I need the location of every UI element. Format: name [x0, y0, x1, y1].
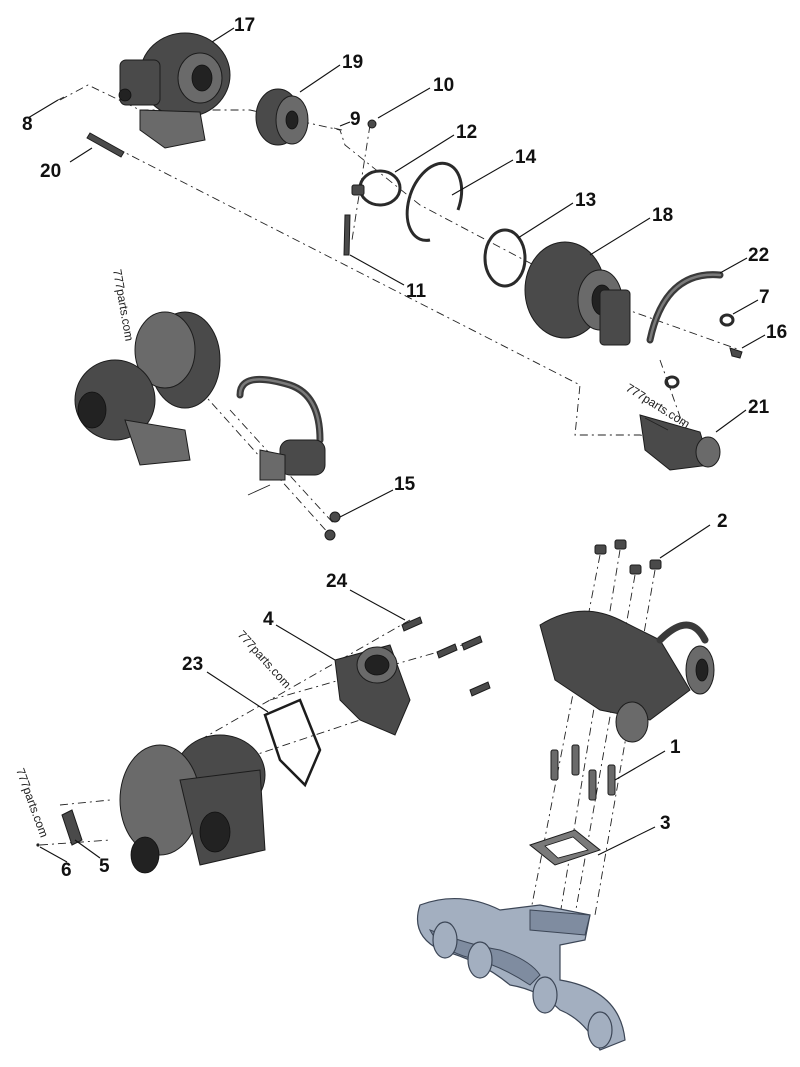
- callout-20: 20: [40, 161, 61, 182]
- callout-13: 13: [575, 190, 596, 211]
- v-band-clamp: [351, 169, 402, 207]
- callout-17: 17: [234, 15, 255, 36]
- outlet-elbow: [334, 644, 411, 736]
- turbocharger-right: [539, 610, 715, 743]
- wastegate-actuator: [639, 414, 721, 471]
- bolts-24: [401, 616, 491, 697]
- callout-5: 5: [99, 856, 110, 877]
- watermark: 777parts.com: [13, 766, 51, 839]
- wastegate-actuator-middle: [236, 375, 326, 496]
- callout-16: 16: [766, 322, 787, 343]
- hose-clamp-and-fitting: [664, 313, 743, 389]
- shim-plate: [86, 132, 125, 158]
- callout-8: 8: [22, 114, 33, 135]
- watermark: 777parts.com: [110, 268, 136, 342]
- clamp-bolt: [343, 214, 351, 256]
- small-fasteners-top: [57, 96, 377, 131]
- compressor-housing: [524, 241, 631, 346]
- pin-6: [36, 843, 40, 847]
- callout-7: 7: [759, 287, 770, 308]
- oil-hose: [646, 271, 724, 344]
- callout-19: 19: [342, 52, 363, 73]
- callout-10: 10: [433, 75, 454, 96]
- watermarks: 777parts.com 777parts.com 777parts.com 7…: [13, 268, 692, 839]
- callout-14: 14: [515, 147, 537, 168]
- turbocharger-middle: [74, 311, 221, 466]
- leader-lines: [27, 27, 766, 863]
- callout-18: 18: [652, 205, 673, 226]
- turbocharger-top: [118, 32, 231, 149]
- callout-labels: 17 19 10 9 8 12 14 20 13 18 22 11 7 16 2…: [22, 15, 787, 881]
- callout-1: 1: [670, 737, 681, 758]
- callout-3: 3: [660, 813, 671, 834]
- callout-24: 24: [326, 571, 348, 592]
- callout-11: 11: [406, 281, 427, 302]
- callout-6: 6: [61, 860, 72, 881]
- nuts-15: [324, 511, 341, 541]
- callout-23: 23: [182, 654, 203, 675]
- snap-ring: [405, 161, 464, 242]
- nuts-2: [594, 539, 662, 575]
- gasket-23: [263, 698, 322, 788]
- o-ring: [483, 228, 527, 288]
- plate-5: [61, 809, 83, 846]
- studs-1: [550, 744, 616, 801]
- callout-4: 4: [263, 609, 274, 630]
- turbocharger-bottom: [119, 734, 266, 874]
- gasket-3: [528, 829, 602, 866]
- callout-22: 22: [748, 245, 769, 266]
- callout-15: 15: [394, 474, 416, 495]
- center-housing: [255, 88, 309, 146]
- callout-2: 2: [717, 511, 728, 532]
- callout-21: 21: [748, 397, 770, 418]
- callout-12: 12: [456, 122, 477, 143]
- exhaust-manifold: [416, 898, 626, 1051]
- callout-9: 9: [350, 109, 361, 130]
- watermark: 777parts.com: [235, 628, 294, 691]
